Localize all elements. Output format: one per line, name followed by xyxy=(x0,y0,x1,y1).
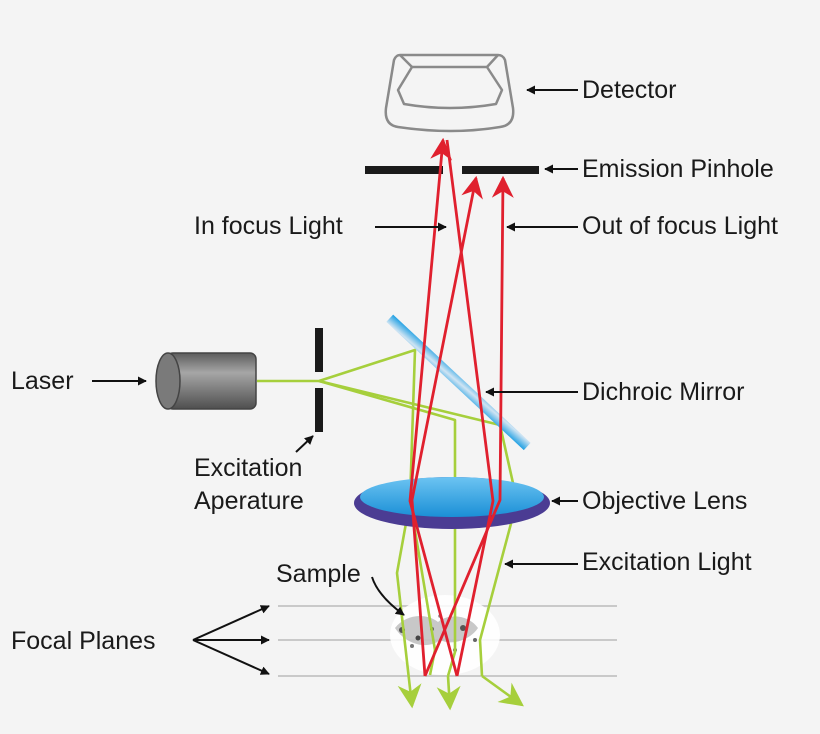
emission-pinhole xyxy=(365,166,539,174)
laser-icon xyxy=(155,352,257,410)
excitation-center-arrow xyxy=(436,675,461,711)
excitation-aperture xyxy=(315,328,323,432)
excitation-aperture-label: Excitation Aperature xyxy=(194,452,304,518)
annotation-arrows xyxy=(92,85,578,675)
focal-plane-arrow-1 xyxy=(192,605,270,641)
excitation-light-label: Excitation Light xyxy=(582,548,752,576)
out-of-focus-ray-1 xyxy=(410,175,483,677)
dichroic-mirror-label: Dichroic Mirror xyxy=(582,378,745,406)
emission-rays xyxy=(408,137,514,677)
objective-lens-label: Objective Lens xyxy=(582,487,748,515)
in-focus-ray-return xyxy=(445,139,495,677)
excitation-aperture-label-line1: Excitation xyxy=(194,454,303,482)
laser-label: Laser xyxy=(11,367,74,395)
in-focus-light-label: In focus Light xyxy=(194,212,343,240)
focal-plane-arrow-3 xyxy=(192,639,270,675)
excitation-right-arrow xyxy=(481,674,524,707)
sample-label: Sample xyxy=(276,560,361,588)
out-of-focus-light-label: Out of focus Light xyxy=(582,212,778,240)
out-of-focus-ray-2 xyxy=(423,175,514,677)
aperture-arrow xyxy=(295,435,314,453)
detector-label: Detector xyxy=(582,76,677,104)
in-focus-ray-path xyxy=(408,137,459,677)
objective-lens-icon xyxy=(354,477,550,529)
excitation-aperture-label-line2: Aperature xyxy=(194,487,304,515)
emission-pinhole-label: Emission Pinhole xyxy=(582,155,774,183)
detector-icon xyxy=(384,53,515,133)
dichroic-mirror-icon xyxy=(386,314,531,451)
sample-arrow xyxy=(371,576,405,616)
focal-planes-label: Focal Planes xyxy=(11,627,156,655)
